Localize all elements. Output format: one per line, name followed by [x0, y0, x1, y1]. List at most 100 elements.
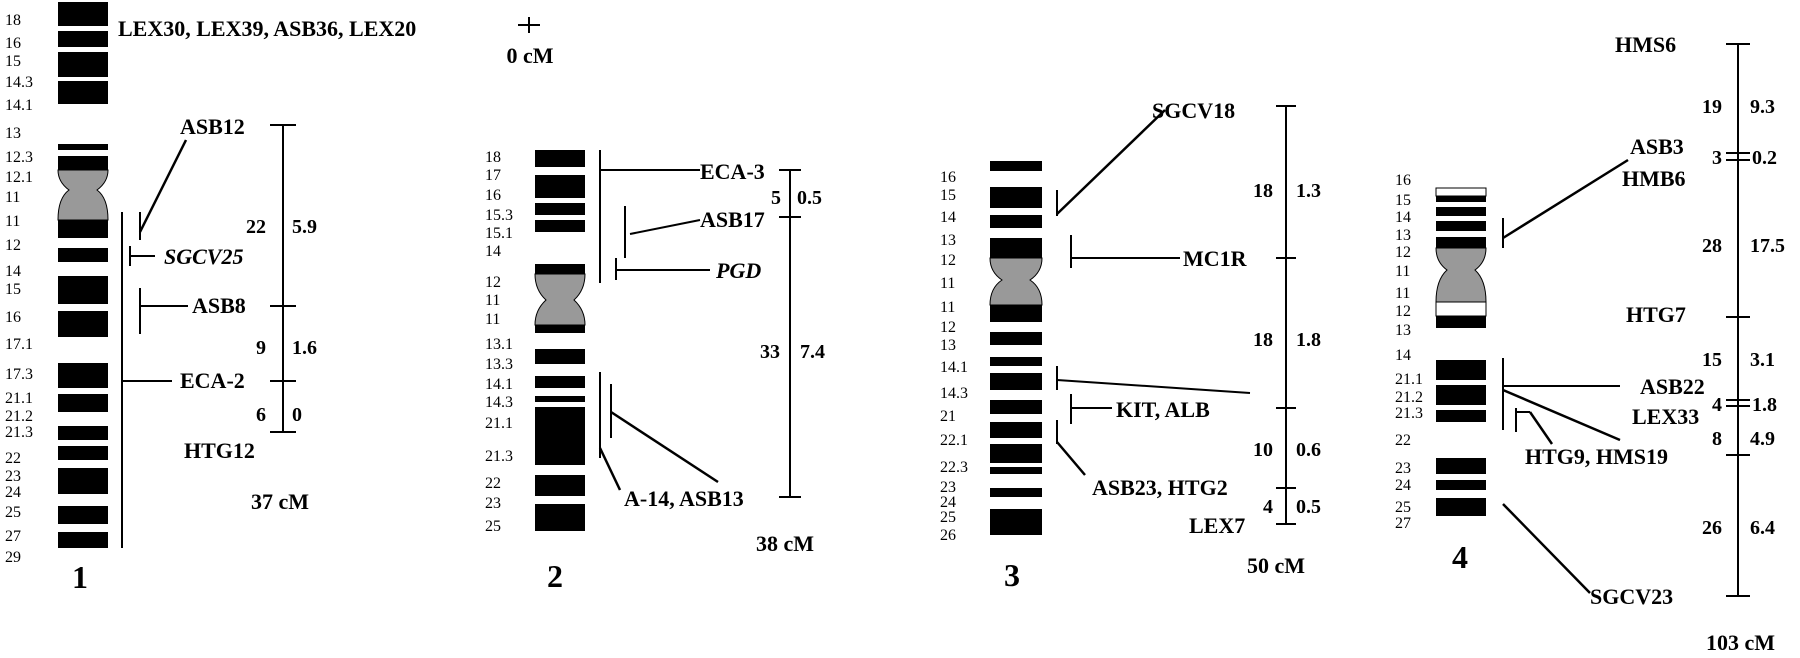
band-label: 14 — [1395, 209, 1411, 226]
lod-score: 18 — [1253, 180, 1273, 202]
lod-score: 19 — [1702, 96, 1722, 118]
band-label: 11 — [940, 275, 955, 292]
band-label: 14.3 — [940, 385, 968, 402]
chromosome-1-ideogram — [57, 2, 109, 548]
band-label: 23 — [1395, 460, 1411, 477]
chromosome-1-band-labels: 18 16 15 14.3 14.1 13 12.3 12.1 11 11 12… — [5, 12, 33, 566]
marker-pgd: PGD — [715, 258, 761, 283]
cm-distance: 1.6 — [292, 337, 317, 359]
band-label: 21 — [940, 408, 956, 425]
marker-asb12: ASB12 — [180, 114, 245, 139]
cm-distance: 1.8 — [1296, 329, 1321, 351]
marker-sgcv23: SGCV23 — [1590, 584, 1673, 609]
band-label: 21.2 — [1395, 389, 1423, 406]
band-label: 21.3 — [1395, 405, 1423, 422]
band-label: 14 — [485, 243, 501, 260]
lod-score: 15 — [1702, 349, 1722, 371]
zero-cm-tick — [518, 17, 540, 33]
band-label: 14.3 — [5, 74, 33, 91]
chromosome-3-ideogram — [989, 161, 1043, 535]
cm-distance: 0.2 — [1752, 147, 1777, 169]
band-label: 27 — [1395, 515, 1411, 532]
marker-hms6: HMS6 — [1615, 32, 1676, 57]
band-label: 25 — [5, 504, 21, 521]
band-label: 15.1 — [485, 225, 513, 242]
band-label: 13 — [5, 125, 21, 142]
cm-distance: 0.5 — [1296, 496, 1321, 518]
chromosome-3-number: 3 — [1004, 557, 1020, 593]
band-label: 15 — [940, 187, 956, 204]
band-label: 12 — [1395, 303, 1411, 320]
band-label: 14 — [940, 209, 956, 226]
band-label: 17.1 — [5, 336, 33, 353]
band-label: 21.1 — [5, 390, 33, 407]
band-label: 11 — [940, 299, 955, 316]
cm-distance: 17.5 — [1750, 235, 1785, 257]
cm-distance: 3.1 — [1750, 349, 1775, 371]
band-label: 14.1 — [5, 97, 33, 114]
cm-distance: 4.9 — [1750, 428, 1775, 450]
band-label: 16 — [940, 169, 956, 186]
chromosome-4-number: 4 — [1452, 539, 1468, 575]
chromosome-4-total-length: 103 cM — [1706, 630, 1775, 655]
band-label: 11 — [5, 189, 20, 206]
marker-asb8: ASB8 — [192, 293, 246, 318]
chromosome-2-number: 2 — [547, 558, 563, 594]
cm-distance: 1.8 — [1752, 394, 1777, 416]
marker-lex33: LEX33 — [1632, 404, 1699, 429]
band-label: 26 — [940, 527, 956, 544]
band-label: 25 — [1395, 499, 1411, 516]
band-label: 12 — [5, 237, 21, 254]
band-label: 22.3 — [940, 459, 968, 476]
chromosome-2-connectors — [598, 150, 719, 491]
marker-mc1r: MC1R — [1183, 246, 1248, 271]
lod-score: 4 — [1263, 496, 1273, 518]
top-marker-list: LEX30, LEX39, ASB36, LEX20 — [118, 16, 416, 41]
chromosome-2-total-length: 38 cM — [756, 531, 814, 556]
chromosome-4: 16 15 14 13 12 11 11 12 13 14 21.1 21.2 … — [1395, 32, 1785, 655]
band-label: 16 — [5, 35, 21, 52]
band-label: 15 — [5, 281, 21, 298]
chromosome-4-ideogram — [1435, 187, 1487, 516]
band-label: 23 — [5, 468, 21, 485]
band-label: 29 — [5, 549, 21, 566]
band-label: 14 — [1395, 347, 1411, 364]
band-label: 23 — [485, 495, 501, 512]
band-label: 14.3 — [485, 394, 513, 411]
band-label: 17 — [485, 167, 501, 184]
band-label: 22.1 — [940, 432, 968, 449]
band-label: 22 — [1395, 432, 1411, 449]
band-label: 15.3 — [485, 207, 513, 224]
chromosome-1-total-length: 37 cM — [251, 489, 309, 514]
chromosome-3: 16 15 14 13 12 11 11 12 13 14.1 14.3 21 … — [940, 98, 1321, 593]
marker-asb22: ASB22 — [1640, 374, 1705, 399]
lod-score: 26 — [1702, 517, 1722, 539]
band-label: 25 — [485, 518, 501, 535]
marker-asb3: ASB3 — [1630, 134, 1684, 159]
chromosome-2-linkage-axis — [779, 169, 801, 498]
band-label: 18 — [5, 12, 21, 29]
band-label: 11 — [1395, 285, 1410, 302]
lod-score: 9 — [256, 337, 266, 359]
lod-score: 18 — [1253, 329, 1273, 351]
lod-score: 22 — [246, 216, 266, 238]
band-label: 12 — [940, 252, 956, 269]
cm-distance: 0 — [292, 404, 302, 426]
band-label: 21.1 — [485, 415, 513, 432]
lod-score: 3 — [1712, 147, 1722, 169]
marker-htg9-hms19: HTG9, HMS19 — [1525, 444, 1668, 469]
lod-score: 4 — [1712, 394, 1722, 416]
band-label: 24 — [1395, 477, 1411, 494]
band-label: 21.2 — [5, 408, 33, 425]
band-label: 11 — [1395, 263, 1410, 280]
marker-kit-alb: KIT, ALB — [1116, 397, 1210, 422]
marker-asb23-htg2: ASB23, HTG2 — [1092, 475, 1228, 500]
band-label: 14 — [5, 263, 21, 280]
marker-sgcv25: SGCV25 — [164, 244, 243, 269]
band-label: 16 — [485, 187, 501, 204]
chromosome-3-total-length: 50 cM — [1247, 553, 1305, 578]
band-label: 13 — [940, 337, 956, 354]
marker-hmb6: HMB6 — [1622, 166, 1686, 191]
band-label: 11 — [485, 311, 500, 328]
